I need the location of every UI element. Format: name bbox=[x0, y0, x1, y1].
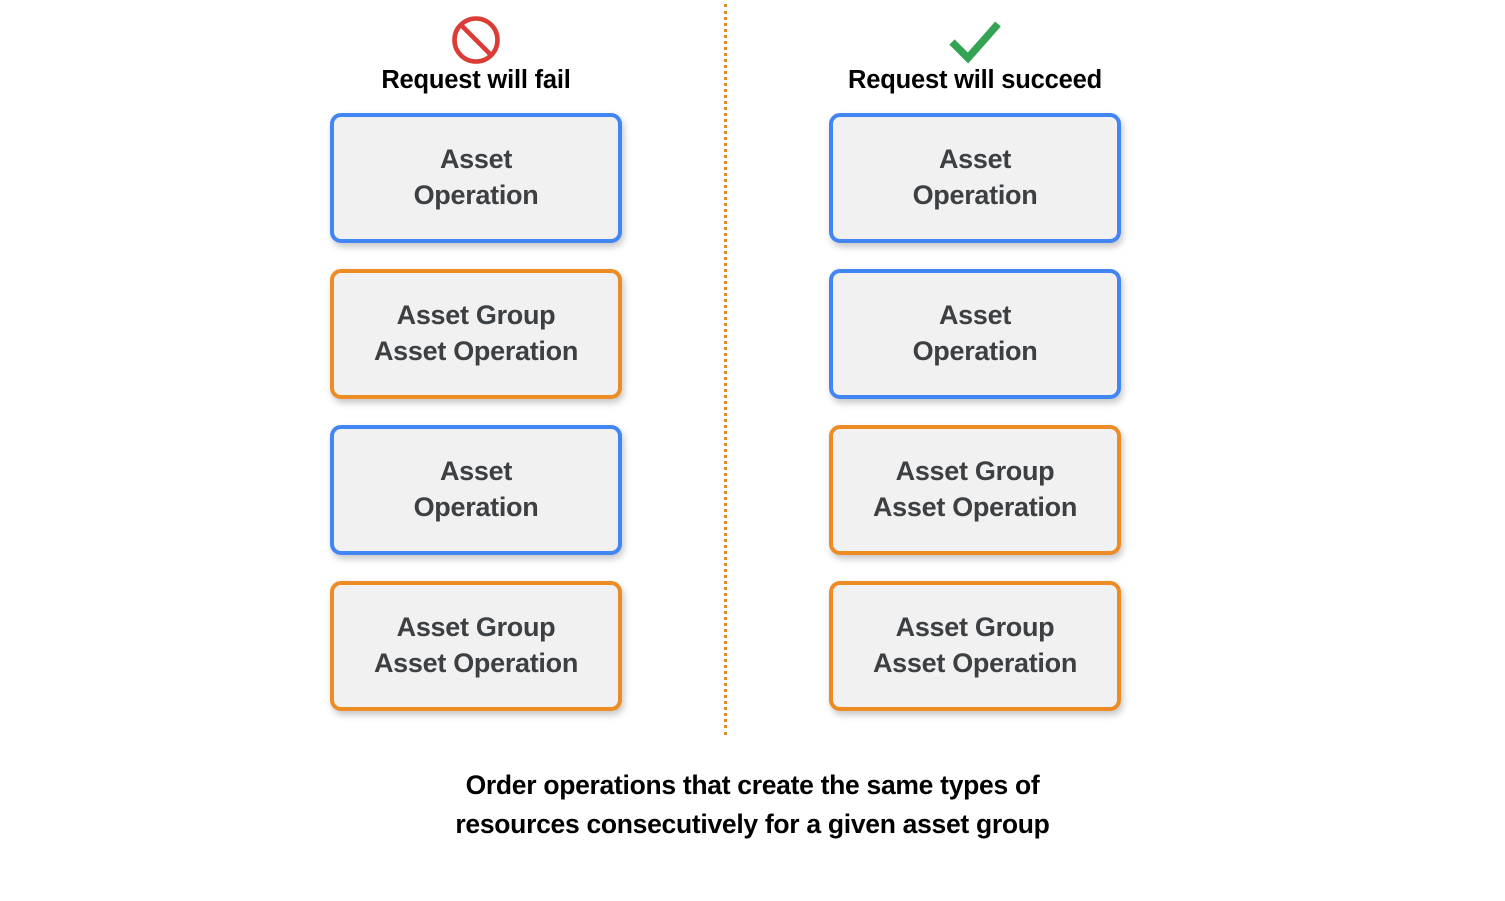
operation-box-text: Asset Group Asset Operation bbox=[373, 300, 579, 366]
column-divider bbox=[724, 4, 727, 735]
column-header-succeed: Request will succeed bbox=[829, 0, 1121, 113]
operation-box-text: Asset Group Asset Operation bbox=[373, 612, 579, 678]
operation-box-text: Asset Operation bbox=[413, 144, 539, 210]
column-request-will-succeed: Request will succeed Asset Operation Ass… bbox=[829, 0, 1121, 737]
operation-box: Asset Operation bbox=[330, 425, 622, 555]
operation-box: Asset Group Asset Operation bbox=[330, 581, 622, 711]
column-label-succeed: Request will succeed bbox=[848, 66, 1102, 94]
column-label-fail: Request will fail bbox=[381, 66, 571, 94]
operation-box-text: Asset Group Asset Operation bbox=[872, 612, 1078, 678]
operation-box-text: Asset Operation bbox=[413, 456, 539, 522]
operation-box: Asset Operation bbox=[330, 113, 622, 243]
operation-box: Asset Group Asset Operation bbox=[829, 581, 1121, 711]
diagram-caption: Order operations that create the same ty… bbox=[455, 770, 1050, 839]
operation-box: Asset Operation bbox=[829, 113, 1121, 243]
operation-box-text: Asset Operation bbox=[912, 300, 1038, 366]
operation-box: Asset Group Asset Operation bbox=[829, 425, 1121, 555]
operation-box: Asset Operation bbox=[829, 269, 1121, 399]
operation-box-text: Asset Group Asset Operation bbox=[872, 456, 1078, 522]
operation-box: Asset Group Asset Operation bbox=[330, 269, 622, 399]
column-request-will-fail: Request will fail Asset Operation Asset … bbox=[330, 0, 622, 737]
column-header-fail: Request will fail bbox=[330, 0, 622, 113]
checkmark-icon bbox=[944, 12, 1006, 68]
prohibition-icon bbox=[445, 12, 507, 68]
operation-box-text: Asset Operation bbox=[912, 144, 1038, 210]
